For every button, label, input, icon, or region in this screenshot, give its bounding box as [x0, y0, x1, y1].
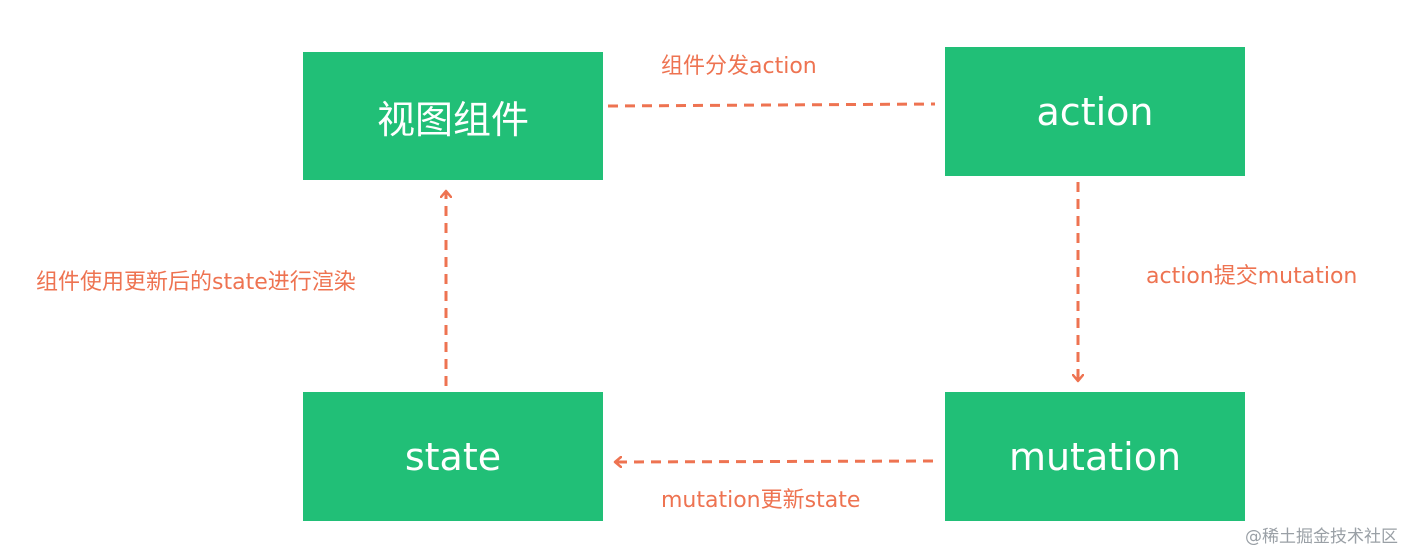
edge-label-dispatch: 组件分发action	[661, 54, 817, 79]
node-mutation-label: mutation	[1008, 434, 1182, 479]
edge-label-commit: action提交mutation	[1146, 264, 1358, 289]
node-action: action	[945, 47, 1245, 176]
node-mutation: mutation	[945, 392, 1245, 521]
edge-mutation-to-state	[616, 461, 934, 462]
edge-label-render: 组件使用更新后的state进行渲染	[36, 270, 356, 295]
node-state: state	[303, 392, 603, 521]
edge-view-to-action	[607, 102, 936, 108]
node-view-component-label: 视图组件	[376, 97, 529, 142]
node-view-component: 视图组件	[303, 52, 603, 180]
node-action-label: action	[1036, 89, 1154, 134]
node-state-label: state	[404, 434, 502, 479]
edge-label-update: mutation更新state	[661, 488, 861, 513]
watermark: @稀土掘金技术社区	[1245, 527, 1398, 547]
